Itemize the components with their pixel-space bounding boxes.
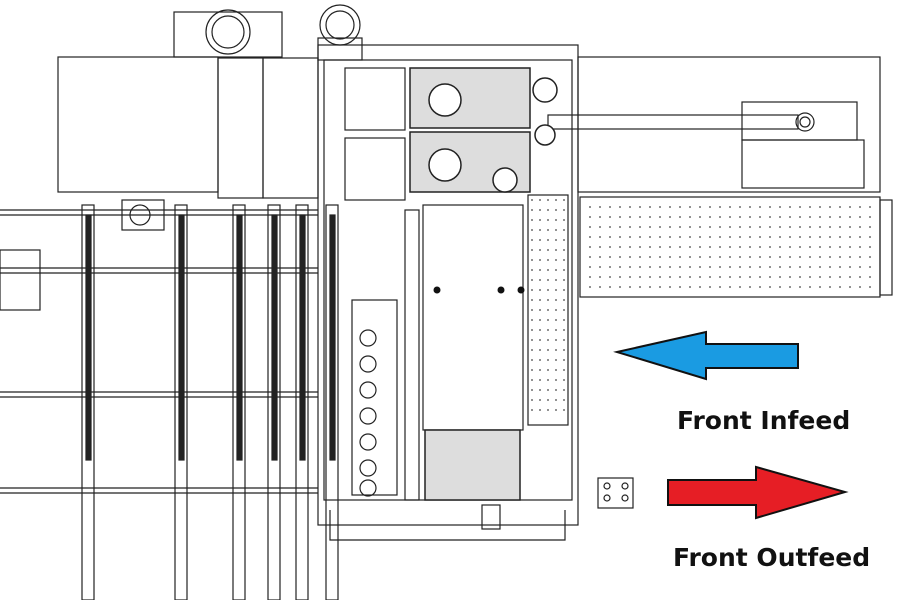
vertical-belts [81,204,339,600]
central-frame [317,44,579,541]
perforated-bed [527,194,893,426]
round-ports [359,329,377,497]
conveyor-rails [0,199,634,509]
drive-components [409,67,558,501]
mount-holes [433,286,525,294]
infeed-arrow [613,330,799,381]
outfeed-arrow [667,465,849,520]
front-outfeed-label: Front Outfeed [673,543,871,572]
front-infeed-label: Front Infeed [677,406,851,435]
bed-holes [531,199,871,411]
